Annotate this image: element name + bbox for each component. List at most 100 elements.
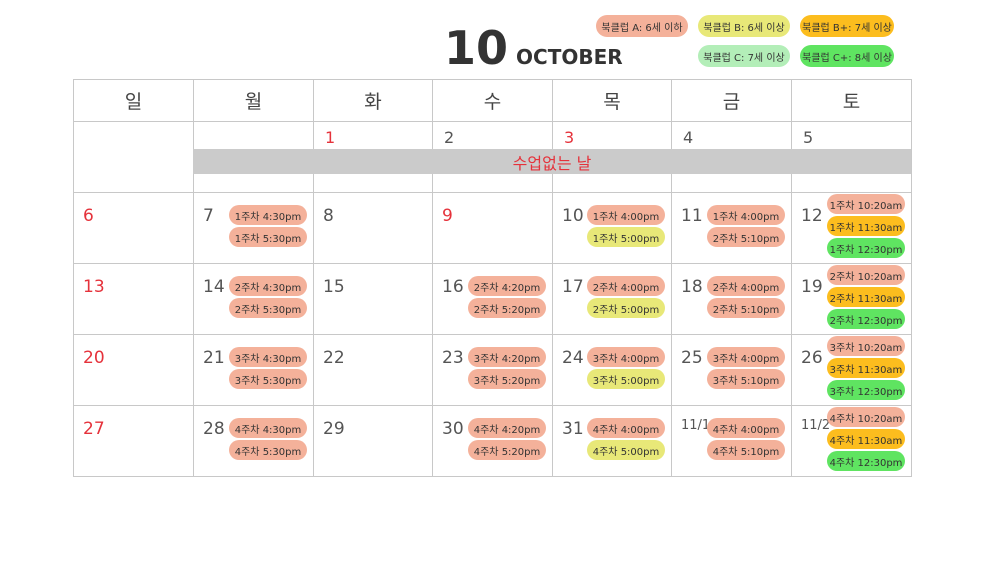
session-pill[interactable]: 2주차 4:00pm	[707, 276, 785, 296]
session-pill[interactable]: 3주차 4:00pm	[587, 347, 665, 367]
legend-pill-b: 북클럽 B: 6세 이상	[698, 15, 790, 37]
session-pill[interactable]: 2주차 12:30pm	[827, 309, 905, 329]
session-pill[interactable]: 3주차 4:00pm	[707, 347, 785, 367]
session-pill[interactable]: 3주차 11:30am	[827, 358, 905, 378]
session-pill[interactable]: 4주차 4:00pm	[707, 418, 785, 438]
day-cell[interactable]: 15	[313, 263, 433, 335]
no-class-banner: 수업없는 날	[193, 149, 911, 174]
session-pill[interactable]: 1주차 5:00pm	[587, 227, 665, 247]
weekday-fri: 금	[671, 79, 792, 122]
day-cell[interactable]: 9	[432, 192, 553, 264]
session-pill[interactable]: 1주차 4:00pm	[707, 205, 785, 225]
day-number: 1	[325, 128, 336, 147]
session-pill[interactable]: 1주차 10:20am	[827, 194, 905, 214]
day-number: 10	[562, 206, 584, 226]
session-pill[interactable]: 2주차 4:20pm	[468, 276, 546, 296]
session-pill[interactable]: 3주차 12:30pm	[827, 380, 905, 400]
session-pill[interactable]: 3주차 5:30pm	[229, 369, 307, 389]
session-pill[interactable]: 4주차 11:30am	[827, 429, 905, 449]
session-pill[interactable]: 1주차 5:30pm	[229, 227, 307, 247]
session-pill[interactable]: 3주차 4:30pm	[229, 347, 307, 367]
weekday-thu: 목	[552, 79, 672, 122]
day-number: 18	[681, 277, 703, 297]
session-pill[interactable]: 4주차 4:00pm	[587, 418, 665, 438]
session-pill[interactable]: 3주차 10:20am	[827, 336, 905, 356]
session-pill[interactable]: 2주차 4:00pm	[587, 276, 665, 296]
session-pill[interactable]: 2주차 5:00pm	[587, 298, 665, 318]
day-number: 19	[801, 277, 823, 297]
day-number: 11/2	[801, 418, 831, 433]
month-name: OCTOBER	[516, 45, 623, 69]
day-cell[interactable]: 22	[313, 334, 433, 406]
day-number: 22	[323, 348, 345, 368]
day-number: 29	[323, 419, 345, 439]
session-pill[interactable]: 4주차 10:20am	[827, 407, 905, 427]
session-pill[interactable]: 2주차 4:30pm	[229, 276, 307, 296]
session-pill[interactable]: 3주차 5:10pm	[707, 369, 785, 389]
day-cell[interactable]	[73, 121, 194, 193]
legend-pill-c: 북클럽 C: 7세 이상	[698, 45, 790, 67]
day-cell[interactable]: 13	[73, 263, 194, 335]
session-pill[interactable]: 4주차 5:30pm	[229, 440, 307, 460]
session-pill[interactable]: 1주차 11:30am	[827, 216, 905, 236]
session-pill[interactable]: 2주차 5:10pm	[707, 298, 785, 318]
day-number: 8	[323, 206, 334, 226]
weekday-mon: 월	[193, 79, 314, 122]
day-cell[interactable]: 20	[73, 334, 194, 406]
session-pill[interactable]: 4주차 5:10pm	[707, 440, 785, 460]
day-number: 7	[203, 206, 214, 226]
session-pill[interactable]: 1주차 4:00pm	[587, 205, 665, 225]
day-cell[interactable]: 6	[73, 192, 194, 264]
day-number: 4	[683, 128, 694, 147]
session-pill[interactable]: 2주차 5:10pm	[707, 227, 785, 247]
session-pill[interactable]: 1주차 12:30pm	[827, 238, 905, 258]
session-pill[interactable]: 3주차 5:20pm	[468, 369, 546, 389]
day-number: 23	[442, 348, 464, 368]
session-pill[interactable]: 2주차 5:30pm	[229, 298, 307, 318]
legend-pill-c-plus: 북클럽 C+: 8세 이상	[800, 45, 894, 67]
session-pill[interactable]: 4주차 4:20pm	[468, 418, 546, 438]
session-pill[interactable]: 2주차 11:30am	[827, 287, 905, 307]
session-pill[interactable]: 3주차 4:20pm	[468, 347, 546, 367]
session-pill[interactable]: 2주차 5:20pm	[468, 298, 546, 318]
session-pill[interactable]: 2주차 10:20am	[827, 265, 905, 285]
day-number: 21	[203, 348, 225, 368]
day-cell[interactable]: 8	[313, 192, 433, 264]
session-pill[interactable]: 4주차 5:20pm	[468, 440, 546, 460]
session-pill[interactable]: 1주차 4:30pm	[229, 205, 307, 225]
session-pill[interactable]: 4주차 5:00pm	[587, 440, 665, 460]
session-pill[interactable]: 3주차 5:00pm	[587, 369, 665, 389]
weekday-sat: 토	[791, 79, 912, 122]
session-pill[interactable]: 4주차 12:30pm	[827, 451, 905, 471]
day-cell[interactable]: 27	[73, 405, 194, 477]
session-pill[interactable]: 4주차 4:30pm	[229, 418, 307, 438]
day-cell[interactable]: 29	[313, 405, 433, 477]
